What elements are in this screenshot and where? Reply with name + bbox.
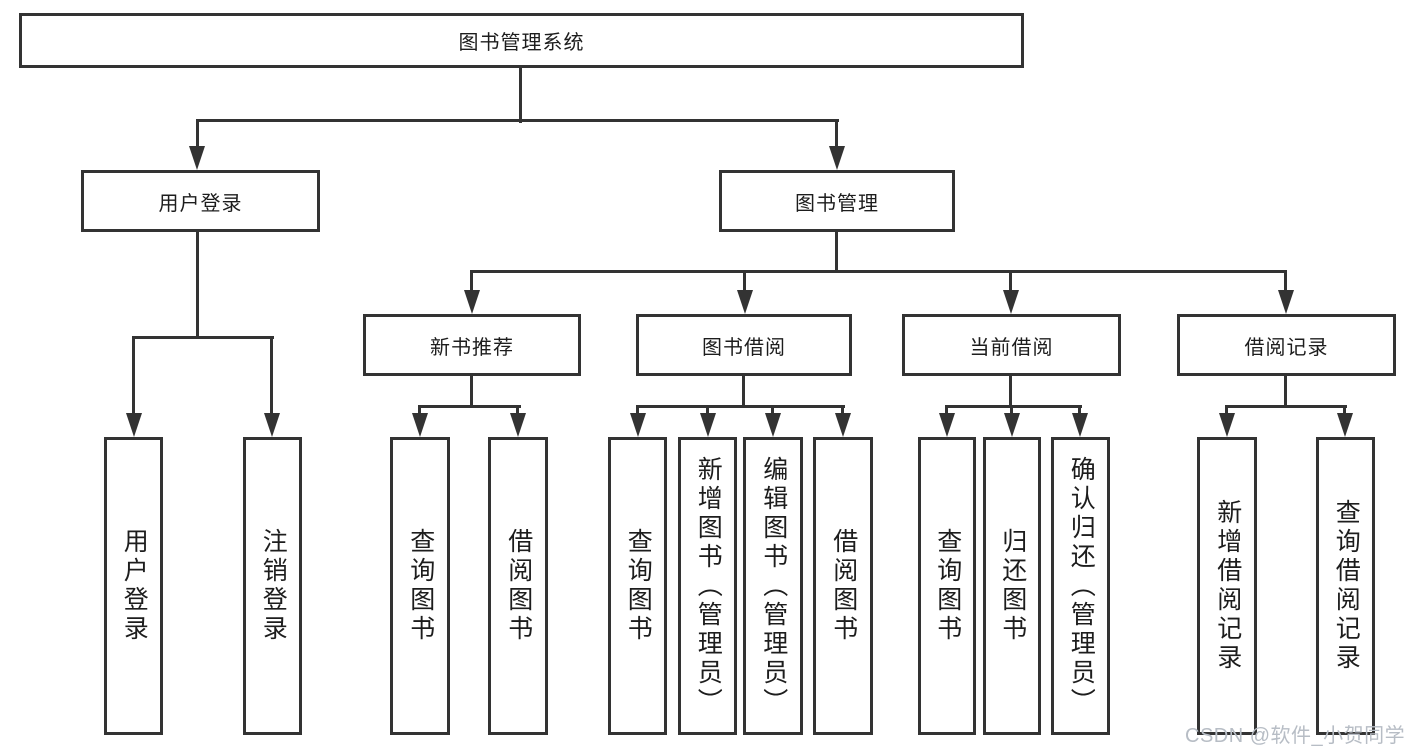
leaf-edit-books-admin-label: 编辑图书（管理员） xyxy=(759,455,788,717)
node-user-login-label: 用户登录 xyxy=(158,192,243,215)
node-user-login: 用户登录 xyxy=(81,170,320,232)
leaf-query-books-borrow: 查询图书 xyxy=(608,437,667,735)
leaf-return-books: 归还图书 xyxy=(983,437,1041,735)
leaf-query-books-current: 查询图书 xyxy=(918,437,976,735)
node-new-book-recommend: 新书推荐 xyxy=(363,314,581,376)
arrow-down-icon xyxy=(630,413,646,437)
connector-borrow-stem xyxy=(742,376,745,408)
leaf-query-borrow-record-label: 查询借阅记录 xyxy=(1332,499,1361,673)
connector-root-rail xyxy=(196,119,839,122)
node-current-borrow-label: 当前借阅 xyxy=(969,336,1054,359)
node-borrow-records: 借阅记录 xyxy=(1177,314,1396,376)
leaf-confirm-return-admin: 确认归还（管理员） xyxy=(1051,437,1110,735)
arrow-down-icon xyxy=(1278,290,1294,314)
leaf-user-login-label: 用户登录 xyxy=(120,528,149,644)
leaf-logout: 注销登录 xyxy=(243,437,302,735)
connector-root-stem xyxy=(519,68,522,123)
leaf-edit-books-admin: 编辑图书（管理员） xyxy=(743,437,803,735)
connector-newbook-drop-2 xyxy=(516,405,519,417)
connector-current-rail xyxy=(945,405,1082,408)
connector-newbook-stem xyxy=(470,376,473,408)
arrow-down-icon xyxy=(737,290,753,314)
connector-login-rail xyxy=(132,336,274,339)
arrow-down-icon xyxy=(126,413,142,437)
node-new-book-recommend-label: 新书推荐 xyxy=(430,336,514,359)
leaf-return-books-label: 归还图书 xyxy=(998,528,1027,644)
leaf-borrow-books: 借阅图书 xyxy=(813,437,873,735)
connector-current-stem xyxy=(1009,376,1012,408)
connector-borrow-drop-1 xyxy=(636,405,639,417)
leaf-add-books-admin: 新增图书（管理员） xyxy=(678,437,737,735)
arrow-down-icon xyxy=(829,146,845,170)
leaf-query-borrow-record: 查询借阅记录 xyxy=(1316,437,1375,735)
connector-records-rail xyxy=(1225,405,1347,408)
connector-current-drop-2 xyxy=(1010,405,1013,417)
connector-mgmt-drop-4 xyxy=(1284,270,1287,294)
connector-current-drop-1 xyxy=(945,405,948,417)
leaf-borrow-books-newrec-label: 借阅图书 xyxy=(504,528,533,644)
leaf-add-borrow-record: 新增借阅记录 xyxy=(1197,437,1257,735)
node-current-borrow: 当前借阅 xyxy=(902,314,1121,376)
leaf-add-books-admin-label: 新增图书（管理员） xyxy=(694,455,723,717)
connector-borrow-drop-4 xyxy=(841,405,844,417)
connector-login-drop-1 xyxy=(132,336,135,416)
arrow-down-icon xyxy=(1003,290,1019,314)
node-root: 图书管理系统 xyxy=(19,13,1024,68)
arrow-down-icon xyxy=(835,413,851,437)
connector-mgmt-stem xyxy=(835,232,838,273)
arrow-down-icon xyxy=(1072,413,1088,437)
connector-login-drop-2 xyxy=(270,336,273,416)
node-book-management-label: 图书管理 xyxy=(795,192,879,215)
connector-newbook-rail xyxy=(418,405,521,408)
connector-records-stem xyxy=(1284,376,1287,408)
connector-newbook-drop-1 xyxy=(418,405,421,417)
connector-root-drop-left xyxy=(196,119,199,149)
leaf-borrow-books-label: 借阅图书 xyxy=(829,528,858,644)
connector-root-drop-right xyxy=(835,119,838,149)
connector-borrow-rail xyxy=(636,405,845,408)
connector-records-drop-2 xyxy=(1343,405,1346,417)
arrow-down-icon xyxy=(765,413,781,437)
connector-borrow-drop-3 xyxy=(771,405,774,417)
leaf-logout-label: 注销登录 xyxy=(259,528,288,644)
leaf-confirm-return-admin-label: 确认归还（管理员） xyxy=(1067,455,1096,717)
arrow-down-icon xyxy=(700,413,716,437)
arrow-down-icon xyxy=(510,413,526,437)
connector-mgmt-rail xyxy=(470,270,1287,273)
arrow-down-icon xyxy=(1219,413,1235,437)
connector-mgmt-drop-3 xyxy=(1009,270,1012,294)
connector-borrow-drop-2 xyxy=(706,405,709,417)
leaf-borrow-books-newrec: 借阅图书 xyxy=(488,437,548,735)
node-root-label: 图书管理系统 xyxy=(458,32,585,54)
arrow-down-icon xyxy=(1004,413,1020,437)
arrow-down-icon xyxy=(264,413,280,437)
arrow-down-icon xyxy=(464,290,480,314)
arrow-down-icon xyxy=(412,413,428,437)
connector-mgmt-drop-2 xyxy=(743,270,746,294)
leaf-add-borrow-record-label: 新增借阅记录 xyxy=(1213,499,1242,673)
node-book-borrow: 图书借阅 xyxy=(636,314,852,376)
arrow-down-icon xyxy=(939,413,955,437)
csdn-watermark: CSDN @软件_小贺同学 xyxy=(1185,725,1405,747)
node-book-borrow-label: 图书借阅 xyxy=(702,336,786,359)
connector-records-drop-1 xyxy=(1225,405,1228,417)
leaf-query-books-borrow-label: 查询图书 xyxy=(624,528,653,644)
node-borrow-records-label: 借阅记录 xyxy=(1244,336,1329,359)
leaf-query-books-newrec: 查询图书 xyxy=(390,437,450,735)
node-book-management: 图书管理 xyxy=(719,170,955,232)
connector-mgmt-drop-1 xyxy=(470,270,473,294)
arrow-down-icon xyxy=(189,146,205,170)
leaf-query-books-current-label: 查询图书 xyxy=(933,528,962,644)
arrow-down-icon xyxy=(1337,413,1353,437)
connector-current-drop-3 xyxy=(1078,405,1081,417)
connector-login-stem xyxy=(196,232,199,339)
leaf-query-books-newrec-label: 查询图书 xyxy=(406,528,435,644)
leaf-user-login: 用户登录 xyxy=(104,437,163,735)
